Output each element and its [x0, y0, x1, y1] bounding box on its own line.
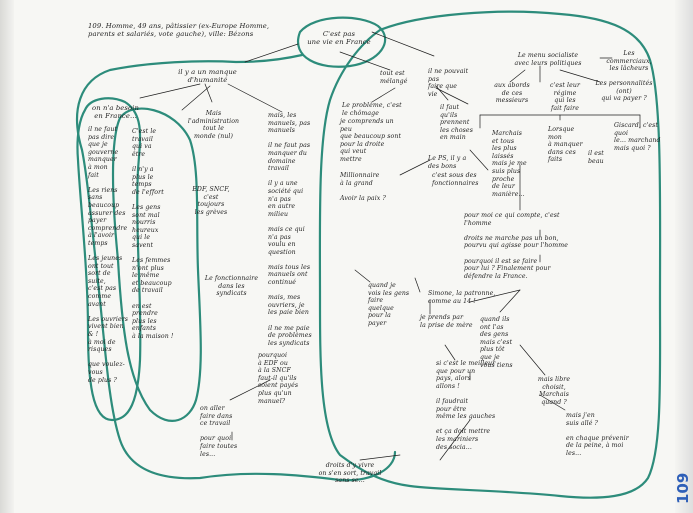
quand-note: quand je vois les gens faire quelque pou… [368, 282, 410, 327]
dedans-note: tout est mélangé [380, 70, 408, 85]
commerciaux-note: Les commerciaux, les lâcheurs [606, 50, 652, 73]
fonctionnaires-note: Le fonctionnaire dans les syndicats [204, 275, 259, 298]
pouvait-note: il ne pouvait pas faire que vie [428, 68, 469, 98]
vivre-note: droits d'y vivre on s'en sort, travail s… [318, 462, 382, 485]
croit-note: c'est leur régime qui les fait faire [549, 82, 581, 112]
scan-edge-right [675, 0, 693, 513]
mais-libre-note: mais libre choisit, Marchais quand ? [537, 376, 571, 406]
lorsque-note: Lorsque mon à manquer dans ces faits [548, 126, 583, 164]
left-outline [75, 53, 397, 482]
je-sais-note: mais j'en suis allé ? en chaque prévenir… [566, 412, 629, 457]
payer-note: pourquoi à EDF ou à la SNCF faut-il qu'i… [258, 352, 299, 405]
homme-note: pour moi ce qui compte, c'est l'homme dr… [464, 212, 568, 280]
ps-note: Le PS, il y a des bons [428, 155, 467, 170]
column-2-note: C'est le travail qui va être il n'y a pl… [132, 128, 174, 341]
center-bubble-outline [297, 16, 387, 68]
il-est-note: il est beau [588, 150, 604, 165]
admin-note: Mais l'administration tout le monde (nul… [187, 110, 240, 140]
faut-note: il faut qu'ils prennent les choses en ma… [440, 104, 473, 142]
mettre-note: qui veut mettre [340, 148, 367, 163]
simone-note: Simone, la patronne, comme au 14 ! [428, 290, 496, 305]
page-number: 109 [674, 472, 692, 504]
right-outline [318, 10, 662, 499]
besoin-outline [76, 97, 142, 422]
manque-note: il y a un manque d'humanité [178, 68, 237, 85]
besoin-note: on n'a besoin en France... [92, 104, 139, 121]
abords-note: aux abords de ces messieurs [494, 82, 530, 105]
prend-note: je prends par la prise de mère [420, 314, 473, 329]
scan-edge-left [0, 0, 14, 513]
millionnaire-note: Millionnaire à la grand Avoir la paix ? [340, 172, 386, 202]
menu-note: Le menu socialiste avec leurs politiques [514, 52, 582, 67]
manuels-note: mais, les manuels, pas manuels il ne fau… [268, 112, 312, 347]
comprendre-note: je comprends un peu que beaucoup sont po… [340, 118, 402, 148]
personnalites-note: Les personnalités (ont) qui va payer ? [595, 80, 653, 103]
aller-note: on aller faire dans ce travail pour quoi… [200, 405, 238, 458]
giscard-note: Giscard, c'est quoi le... marchand mais … [614, 122, 661, 152]
probleme-note: Le problème, c'est le chômage [342, 102, 402, 117]
edf-note: EDF, SNCF, c'est toujours les grèves [192, 186, 230, 216]
si-note: si c'est le meilleur que pour un pays, a… [436, 360, 496, 451]
center-note: C'est pas une vie en France [307, 30, 371, 47]
marchais-note: Marchais et tous les plus laissés mais j… [492, 130, 527, 198]
gauche-note: quand ils ont l'as des gens mais c'est p… [480, 316, 513, 369]
left-inner-outline [111, 107, 202, 422]
column-1-note: il ne faut pas dire que je gouverne manq… [88, 126, 129, 384]
cest-note: c'est sous des fonctionnaires [432, 172, 479, 187]
header-note: 109. Homme, 49 ans, pâtissier (ex-Europe… [88, 22, 270, 39]
